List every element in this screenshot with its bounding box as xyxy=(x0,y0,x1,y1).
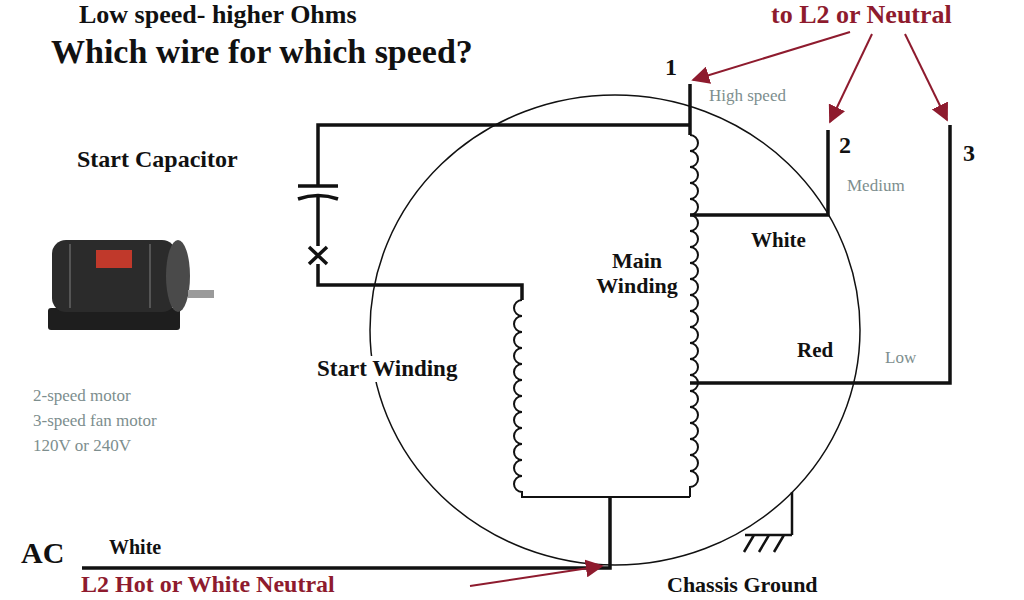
motor-end-cap xyxy=(166,240,190,312)
motor-rib xyxy=(69,244,71,308)
ground-symbol xyxy=(744,535,792,552)
motor-note: 120V or 240V xyxy=(32,436,132,456)
callout-arrow xyxy=(830,34,872,122)
callout-arrow xyxy=(693,32,850,80)
motor-photo xyxy=(48,240,214,330)
part-name: Main Winding xyxy=(588,248,686,299)
callout-arrow xyxy=(470,566,602,586)
start-winding-coil xyxy=(514,300,690,497)
terminal-number: 1 xyxy=(664,54,678,82)
motor-note: 2-speed motor xyxy=(32,386,132,406)
main-winding-coil xyxy=(690,135,698,497)
part-name: Start Capacitor xyxy=(76,146,239,174)
speed-label: Low xyxy=(884,348,917,368)
motor-note: 3-speed fan motor xyxy=(32,411,158,431)
centrifugal-switch xyxy=(309,247,327,264)
callout-arrows xyxy=(470,32,947,586)
capacitor-plate xyxy=(298,184,338,188)
capacitor-wire xyxy=(318,125,690,186)
wire-color: White xyxy=(750,228,807,252)
callout-note: L2 Hot or White Neutral xyxy=(80,571,336,599)
capacitor-wire xyxy=(316,197,320,246)
motor-housing xyxy=(370,95,860,565)
motor-body xyxy=(52,240,176,312)
diagram-title: Which wire for which speed? xyxy=(50,32,474,71)
terminal-number: 2 xyxy=(838,132,852,160)
part-name: Chassis Ground xyxy=(666,572,819,597)
speed-label: High speed xyxy=(708,86,787,106)
motor-rib xyxy=(149,244,151,308)
motor-label xyxy=(96,250,132,268)
wire-color: Red xyxy=(796,338,834,362)
callout-note: to L2 or Neutral xyxy=(770,0,953,30)
speed-label: Medium xyxy=(846,176,906,196)
ac-wire xyxy=(82,497,610,568)
terminal-number: 3 xyxy=(962,140,976,168)
start-winding-wire xyxy=(318,264,522,300)
callout-arrow xyxy=(905,34,947,120)
wire-color: White xyxy=(108,536,162,559)
terminal-lead xyxy=(688,84,692,135)
heading-note: Low speed- higher Ohms xyxy=(78,0,358,30)
ground-wire xyxy=(791,492,794,535)
motor-shaft xyxy=(188,290,214,298)
medium-tap-wire xyxy=(690,130,828,215)
supply-label: AC xyxy=(20,536,65,571)
part-name: Start Winding xyxy=(316,356,458,382)
low-tap-wire xyxy=(690,125,950,383)
